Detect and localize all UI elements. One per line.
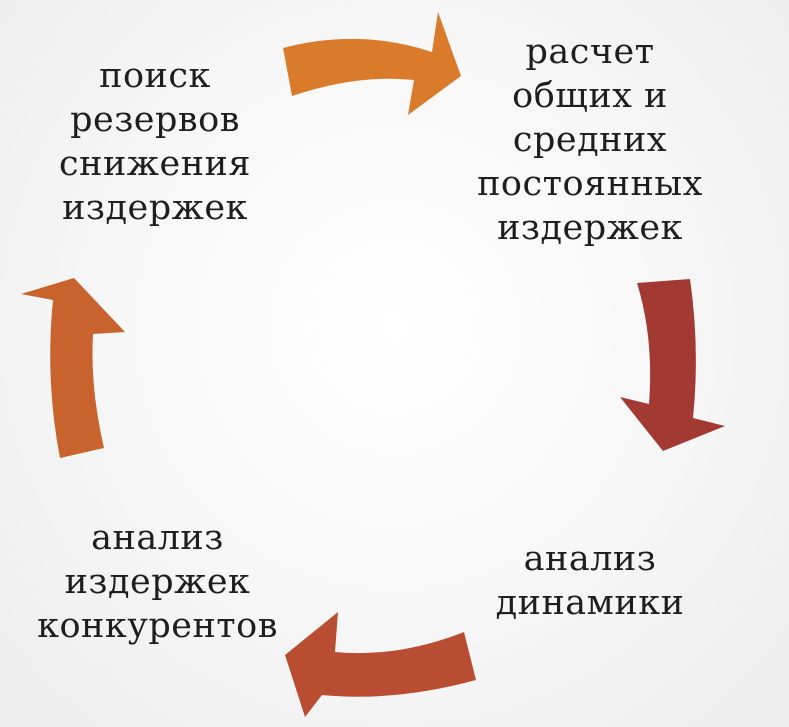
- node-dynamics-analysis: анализ динамики: [495, 539, 685, 623]
- arrow-bottom: [285, 612, 476, 717]
- node-search-reserves: поиск резервов снижения издержек: [59, 56, 251, 228]
- node-calc-fixed-costs: расчет общих и средних постоянных издерж…: [477, 32, 703, 248]
- arrow-right: [620, 279, 725, 451]
- arrow-left: [21, 278, 125, 458]
- arrow-top: [283, 12, 461, 115]
- node-competitor-analysis: анализ издержек конкурентов: [37, 518, 278, 646]
